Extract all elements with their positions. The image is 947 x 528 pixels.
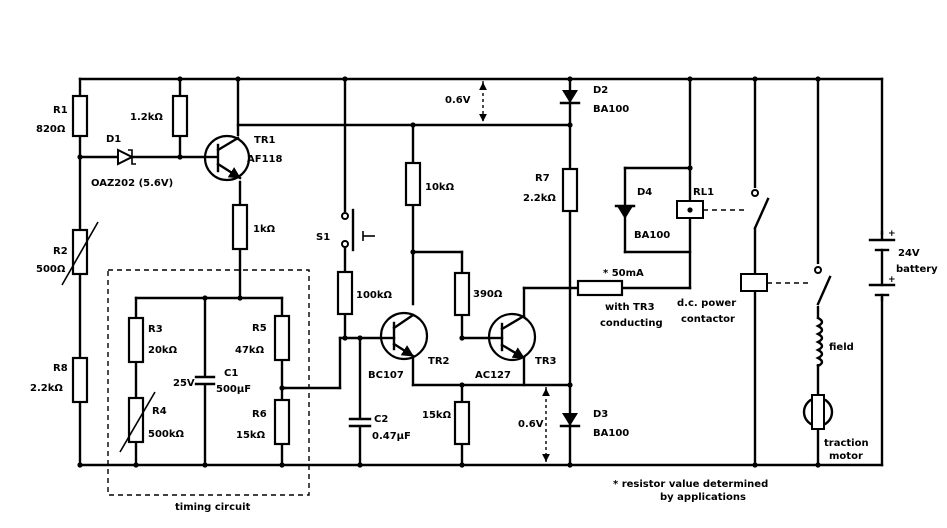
label-footnote-2: by applications (660, 492, 746, 503)
label-contactor-2: contactor (681, 314, 735, 325)
traction-motor (801, 394, 835, 430)
label-tr1-part: AF118 (247, 154, 282, 165)
resistor-r7 (561, 167, 579, 213)
label-r1-name: R1 (53, 105, 68, 116)
label-r2-value: 500Ω (36, 264, 66, 275)
contactor-coil (740, 273, 813, 292)
diode-d3 (559, 413, 581, 428)
diodes (117, 90, 636, 428)
label-tr2-name: TR2 (428, 356, 450, 367)
label-15k: 15kΩ (422, 410, 452, 421)
transistor-tr1 (203, 134, 251, 182)
label-d1-name: D1 (106, 134, 121, 145)
resistors (61, 94, 624, 453)
svg-text:+: + (888, 275, 896, 285)
label-r1-value: 820Ω (36, 124, 66, 135)
junctions (77, 76, 821, 468)
label-r4-value: 500kΩ (148, 429, 185, 440)
label-r2-name: R2 (53, 246, 68, 257)
diode-d4 (614, 204, 636, 219)
label-r7-name: R7 (535, 173, 550, 184)
label-d3-name: D3 (593, 409, 608, 420)
label-timing-circuit: timing circuit (175, 502, 251, 513)
label-tr3-name: TR3 (535, 356, 557, 367)
label-rl1: RL1 (693, 187, 714, 198)
label-voltage-top: 0.6V (445, 95, 471, 106)
label-c1-value: 500μF (216, 384, 251, 395)
label-c1-voltage: 25V (173, 378, 195, 389)
label-traction: traction (824, 438, 869, 449)
label-r6-value: 15kΩ (236, 430, 266, 441)
label-voltage-bottom: 0.6V (518, 419, 544, 430)
diode-d2 (559, 90, 581, 105)
resistor-1k (231, 203, 249, 251)
timing-circuit-box (107, 269, 310, 496)
resistor-r6 (273, 398, 291, 446)
transistor-tr2 (379, 311, 429, 361)
capacitor-c2 (348, 417, 372, 428)
switch-s1 (338, 208, 375, 252)
label-1k: 1kΩ (253, 224, 276, 235)
label-d3-part: BA100 (593, 428, 629, 439)
resistor-10k (404, 161, 422, 207)
label-d4-name: D4 (637, 187, 652, 198)
label-field: field (829, 342, 854, 353)
label-s1: S1 (316, 232, 330, 243)
contactor-switch-1 (748, 188, 770, 230)
resistor-100k (336, 270, 354, 316)
label-d2-part: BA100 (593, 104, 629, 115)
wires (78, 77, 884, 467)
diode-d1 (117, 148, 136, 166)
label-r3-value: 20kΩ (148, 345, 178, 356)
label-motor: motor (829, 451, 863, 462)
label-d1-part: OAZ202 (5.6V) (91, 178, 173, 189)
label-c2-name: C2 (374, 414, 388, 425)
label-battery-value: 24V (898, 248, 920, 259)
label-12k: 1.2kΩ (130, 112, 163, 123)
svg-text:+: + (888, 229, 896, 239)
resistor-r3 (127, 316, 145, 364)
transistor-tr3 (487, 312, 537, 362)
label-contactor-1: d.c. power (677, 298, 736, 309)
resistor-12k (171, 94, 189, 138)
label-r7-value: 2.2kΩ (523, 193, 556, 204)
label-tr3-part: AC127 (475, 370, 511, 381)
label-r3-name: R3 (148, 324, 163, 335)
label-r5-value: 47kΩ (235, 345, 265, 356)
label-current: * 50mA (603, 268, 644, 279)
resistor-r1 (71, 94, 89, 138)
label-100k: 100kΩ (356, 290, 393, 301)
resistor-r4 (127, 396, 145, 444)
contactor-switch-2 (811, 264, 832, 306)
label-c1-name: C1 (224, 368, 238, 379)
label-10k: 10kΩ (425, 182, 455, 193)
label-current-note-2: conducting (600, 318, 663, 329)
label-footnote-1: * resistor value determined (613, 479, 768, 490)
label-battery: battery (896, 264, 938, 275)
label-d4-part: BA100 (634, 230, 670, 241)
label-tr2-part: BC107 (368, 370, 404, 381)
label-r4-name: R4 (152, 406, 167, 417)
label-r5-name: R5 (252, 323, 267, 334)
label-r6-name: R6 (252, 409, 267, 420)
labels: R1 820Ω 1.2kΩ D1 OAZ202 (5.6V) TR1 AF118… (30, 85, 938, 513)
label-current-note-1: with TR3 (605, 302, 655, 313)
resistor-15k (453, 400, 471, 446)
label-r8-name: R8 (53, 363, 68, 374)
capacitor-c1 (194, 375, 216, 386)
resistor-r5 (273, 314, 291, 362)
resistor-star (576, 279, 624, 297)
label-tr1-name: TR1 (254, 135, 276, 146)
battery: + + (868, 229, 896, 302)
resistor-390 (453, 271, 471, 317)
label-r8-value: 2.2kΩ (30, 383, 63, 394)
resistor-r8 (71, 356, 89, 404)
label-d2-name: D2 (593, 85, 608, 96)
field-coil (810, 316, 826, 368)
label-390: 390Ω (473, 289, 503, 300)
label-c2-value: 0.47μF (372, 431, 411, 442)
